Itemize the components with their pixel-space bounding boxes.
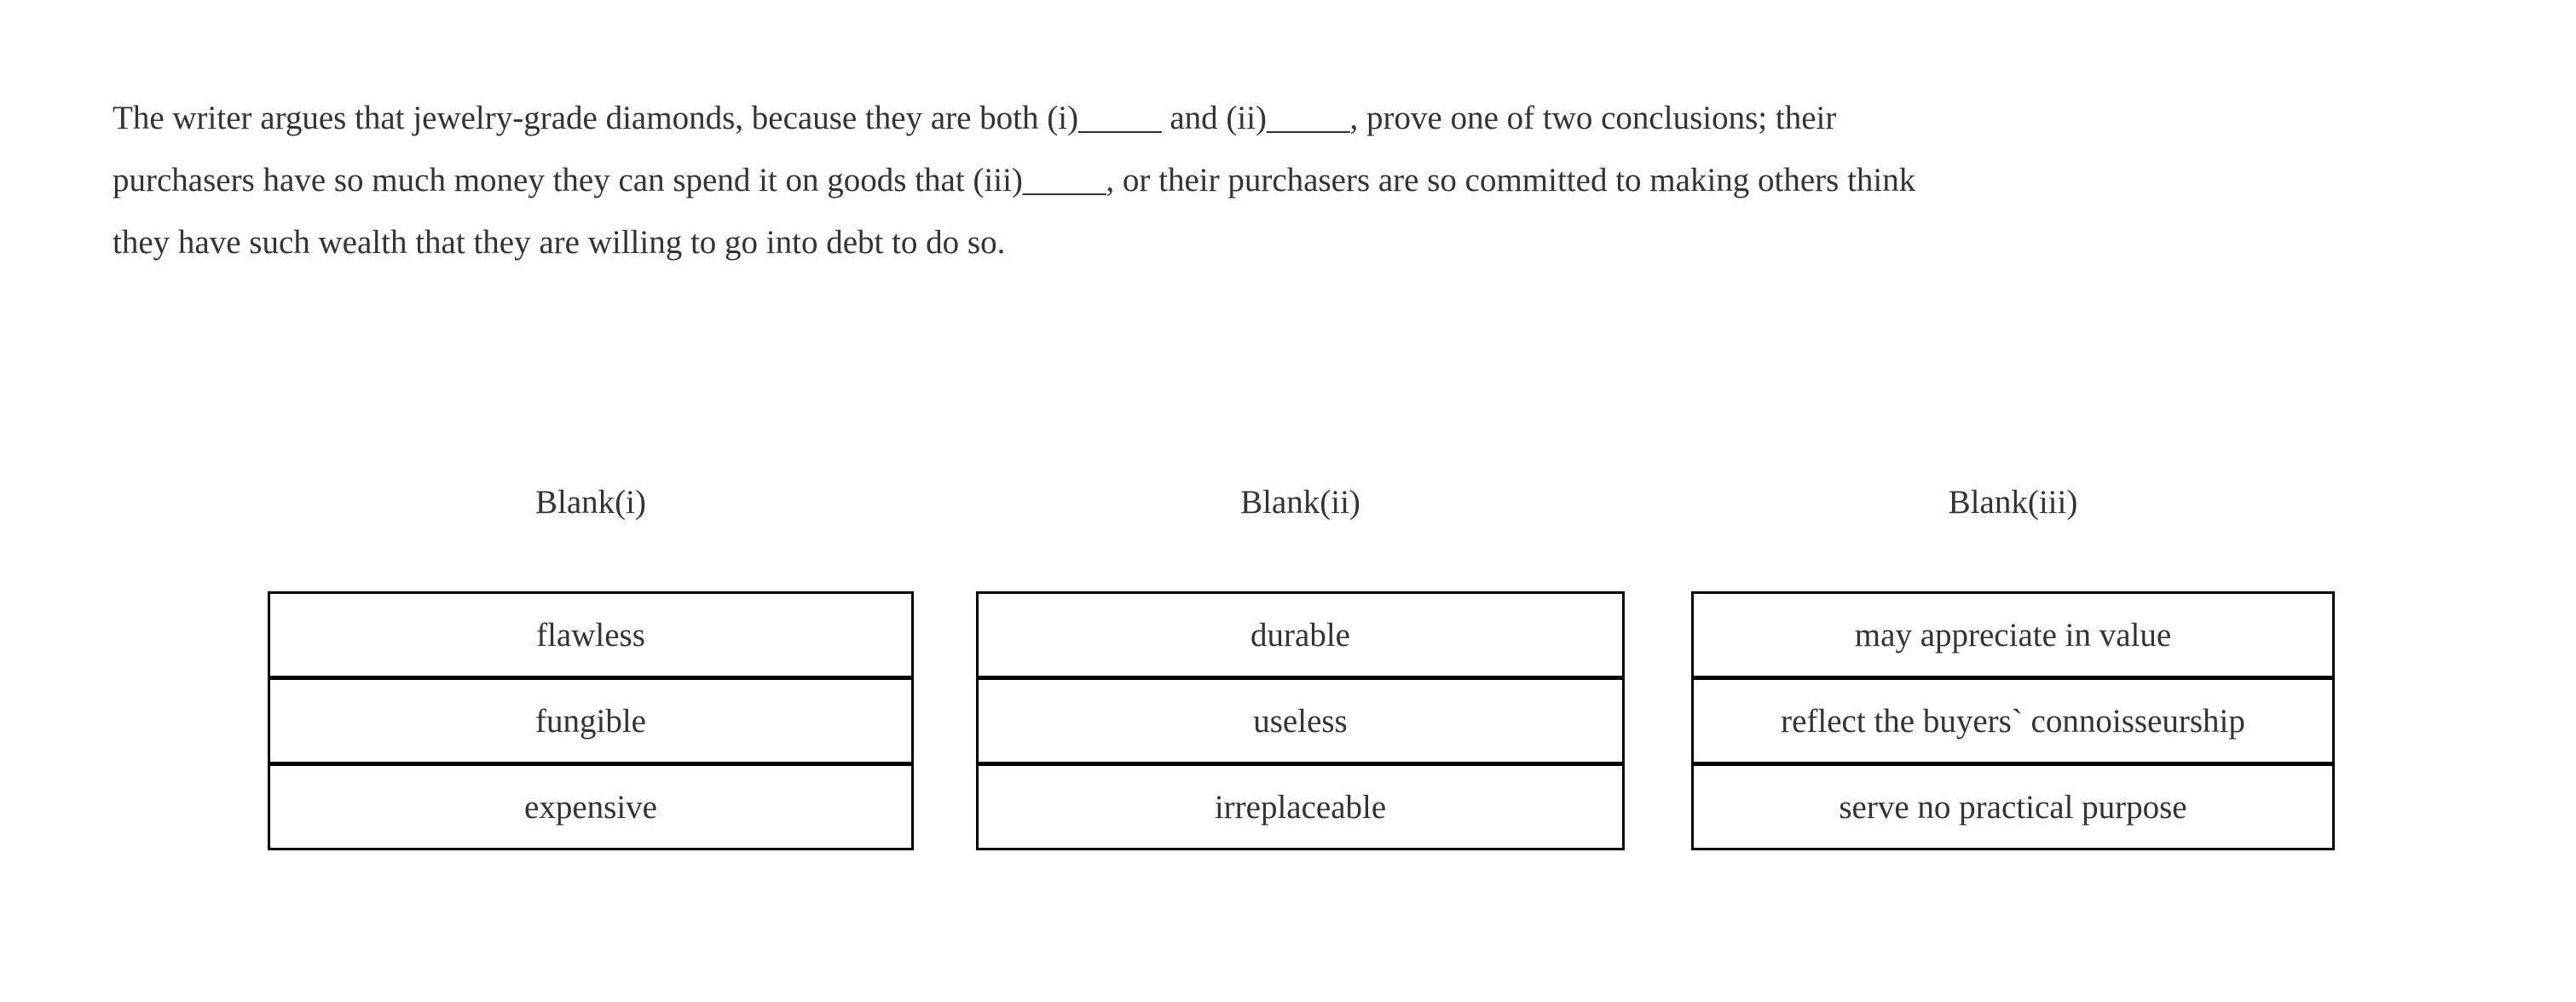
blank-ii-option-1[interactable]: durable (979, 594, 1622, 676)
blank-iii-option-3[interactable]: serve no practical purpose (1694, 762, 2332, 848)
blank-iii-header: Blank(iii) (1948, 484, 2078, 521)
blank-ii-header: Blank(ii) (1240, 484, 1360, 521)
blank-ii-option-2[interactable]: useless (979, 676, 1622, 762)
blank-ii-options-table: durable useless irreplaceable (976, 591, 1625, 850)
blank-ii-column: Blank(ii) durable useless irreplaceable (976, 482, 1625, 850)
question-passage: The writer argues that jewelry-grade dia… (113, 87, 1915, 274)
passage-line-1: The writer argues that jewelry-grade dia… (113, 100, 1837, 136)
blank-iii-option-2[interactable]: reflect the buyers` connoisseurship (1694, 676, 2332, 762)
blank-iii-option-1[interactable]: may appreciate in value (1694, 594, 2332, 676)
blank-iii-column: Blank(iii) may appreciate in value refle… (1691, 482, 2335, 850)
blank-iii-options-table: may appreciate in value reflect the buye… (1691, 591, 2335, 850)
blank-i-option-2[interactable]: fungible (270, 676, 911, 762)
passage-line-3: they have such wealth that they are will… (113, 224, 1006, 261)
blank-i-option-1[interactable]: flawless (270, 594, 911, 676)
passage-line-2: purchasers have so much money they can s… (113, 162, 1916, 199)
blank-ii-option-3[interactable]: irreplaceable (979, 762, 1622, 848)
blank-i-option-3[interactable]: expensive (270, 762, 911, 848)
blank-i-header: Blank(i) (535, 484, 646, 521)
blank-i-options-table: flawless fungible expensive (268, 591, 914, 850)
blank-i-column: Blank(i) flawless fungible expensive (268, 482, 914, 850)
